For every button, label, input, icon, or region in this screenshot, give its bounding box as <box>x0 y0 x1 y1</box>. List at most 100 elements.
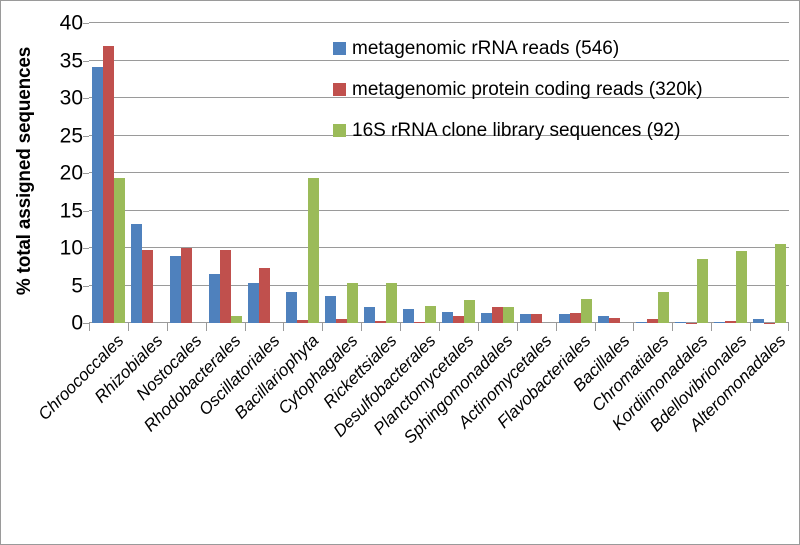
bar-group <box>439 23 478 323</box>
bar <box>325 296 337 323</box>
bar <box>169 256 181 323</box>
legend-item: 16S rRNA clone library sequences (92) <box>333 121 703 140</box>
y-tick-mark <box>83 173 89 174</box>
bar <box>441 311 453 323</box>
bar <box>113 177 125 323</box>
bar <box>775 243 787 323</box>
x-tick <box>555 323 595 331</box>
bar <box>736 251 748 323</box>
bar-groups <box>89 23 789 323</box>
gridline <box>89 22 789 23</box>
bar-group <box>283 23 322 323</box>
bar <box>753 319 765 323</box>
x-tick <box>283 323 322 331</box>
bar <box>491 307 503 323</box>
y-tick-label: 15 <box>59 199 83 222</box>
bar <box>463 299 475 323</box>
y-tick-mark <box>83 285 89 287</box>
bar-group <box>517 23 556 323</box>
y-tick-mark <box>83 248 89 249</box>
x-tick <box>244 323 284 331</box>
y-tick-mark <box>83 60 89 62</box>
bar-group <box>245 23 284 323</box>
y-tick-label: 30 <box>59 86 83 110</box>
bar <box>530 314 542 323</box>
bar <box>375 321 387 323</box>
legend-label: 16S rRNA clone library sequences (92) <box>352 120 681 141</box>
bar-group <box>167 23 206 323</box>
bar <box>130 224 142 323</box>
x-tick <box>516 323 556 331</box>
y-tick-label: 0 <box>71 311 83 335</box>
bar <box>558 314 570 323</box>
bar <box>297 320 309 323</box>
bar-group <box>400 23 439 323</box>
legend-swatch <box>333 124 346 137</box>
y-tick-mark <box>83 210 89 212</box>
bar-group <box>478 23 517 323</box>
x-tick <box>127 323 167 331</box>
x-tick <box>750 323 789 331</box>
bar <box>403 308 415 323</box>
bar <box>347 283 359 323</box>
legend-swatch <box>333 83 346 96</box>
bar-group <box>633 23 672 323</box>
bar <box>208 273 220 323</box>
x-tick <box>439 323 478 331</box>
legend-label: metagenomic rRNA reads (546) <box>352 38 620 59</box>
bar-group <box>206 23 245 323</box>
bar <box>286 291 298 323</box>
gridline <box>89 247 789 248</box>
gridline <box>89 97 789 98</box>
bar <box>364 307 376 323</box>
bar <box>675 321 687 323</box>
y-tick-label: 25 <box>59 124 83 147</box>
bar <box>480 312 492 323</box>
bar <box>219 249 231 323</box>
y-tick-label: 20 <box>59 161 83 185</box>
x-axis-ticks <box>89 323 789 331</box>
bar <box>386 282 398 323</box>
legend-item: metagenomic protein coding reads (320k) <box>333 80 703 99</box>
x-tick <box>166 323 206 331</box>
gridline <box>89 59 789 61</box>
bar <box>608 317 620 323</box>
bar <box>414 322 426 323</box>
x-tick <box>672 323 711 331</box>
gridline <box>89 284 789 286</box>
bar-group <box>672 23 711 323</box>
gridline <box>89 134 789 136</box>
bar-group <box>711 23 750 323</box>
gridline <box>89 172 789 173</box>
bar <box>502 306 514 323</box>
gridline <box>89 209 789 211</box>
bar <box>336 318 348 323</box>
legend-swatch <box>333 42 346 55</box>
bar-group <box>750 23 789 323</box>
y-tick-mark <box>83 98 89 99</box>
x-tick <box>361 323 400 331</box>
bar <box>697 258 709 323</box>
plot-area <box>89 22 789 323</box>
bar <box>725 321 737 323</box>
bar <box>658 291 670 323</box>
x-tick <box>400 323 439 331</box>
bar-group <box>361 23 400 323</box>
bar <box>647 319 659 323</box>
bar <box>308 177 320 323</box>
y-tick-label: 35 <box>59 49 83 72</box>
bar <box>569 312 581 323</box>
y-tick-mark <box>83 135 89 137</box>
bar <box>258 267 270 323</box>
bar <box>180 248 192 323</box>
bar-group <box>128 23 167 323</box>
bar <box>102 46 114 323</box>
x-tick <box>205 323 245 331</box>
y-tick-mark <box>83 323 89 324</box>
gridline <box>89 322 789 323</box>
bar <box>597 315 609 323</box>
bar-group <box>322 23 361 323</box>
x-tick <box>633 323 672 331</box>
bar <box>452 316 464 323</box>
